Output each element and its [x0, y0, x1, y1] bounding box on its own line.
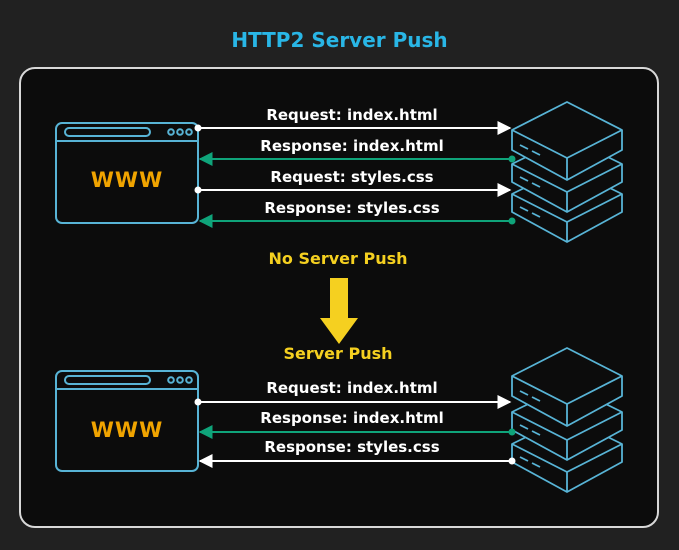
message-label: Request: styles.css: [270, 168, 434, 186]
message-label: Response: index.html: [260, 137, 444, 155]
no-server-push-label: No Server Push: [268, 249, 408, 268]
message-label: Request: index.html: [266, 379, 438, 397]
request-arrow: [194, 121, 512, 135]
response-arrow: [198, 425, 516, 439]
response-arrow: [198, 152, 516, 166]
message-label: Response: styles.css: [264, 438, 440, 456]
message-label: Response: index.html: [260, 409, 444, 427]
request-arrow: [194, 395, 512, 409]
server-push-label: Server Push: [283, 344, 393, 363]
browser-window-icon: [55, 370, 199, 472]
response-arrow: [198, 214, 516, 228]
request-arrow: [194, 183, 512, 197]
down-arrow-icon: [320, 278, 358, 344]
response-arrow: [198, 454, 516, 468]
www-label: WWW: [90, 168, 164, 192]
server-stack-icon: [511, 347, 623, 493]
message-label: Request: index.html: [266, 106, 438, 124]
browser-window-icon: [55, 122, 199, 224]
message-label: Response: styles.css: [264, 199, 440, 217]
server-stack-icon: [511, 101, 623, 243]
diagram-title: HTTP2 Server Push: [231, 28, 448, 52]
www-label: WWW: [90, 418, 164, 442]
